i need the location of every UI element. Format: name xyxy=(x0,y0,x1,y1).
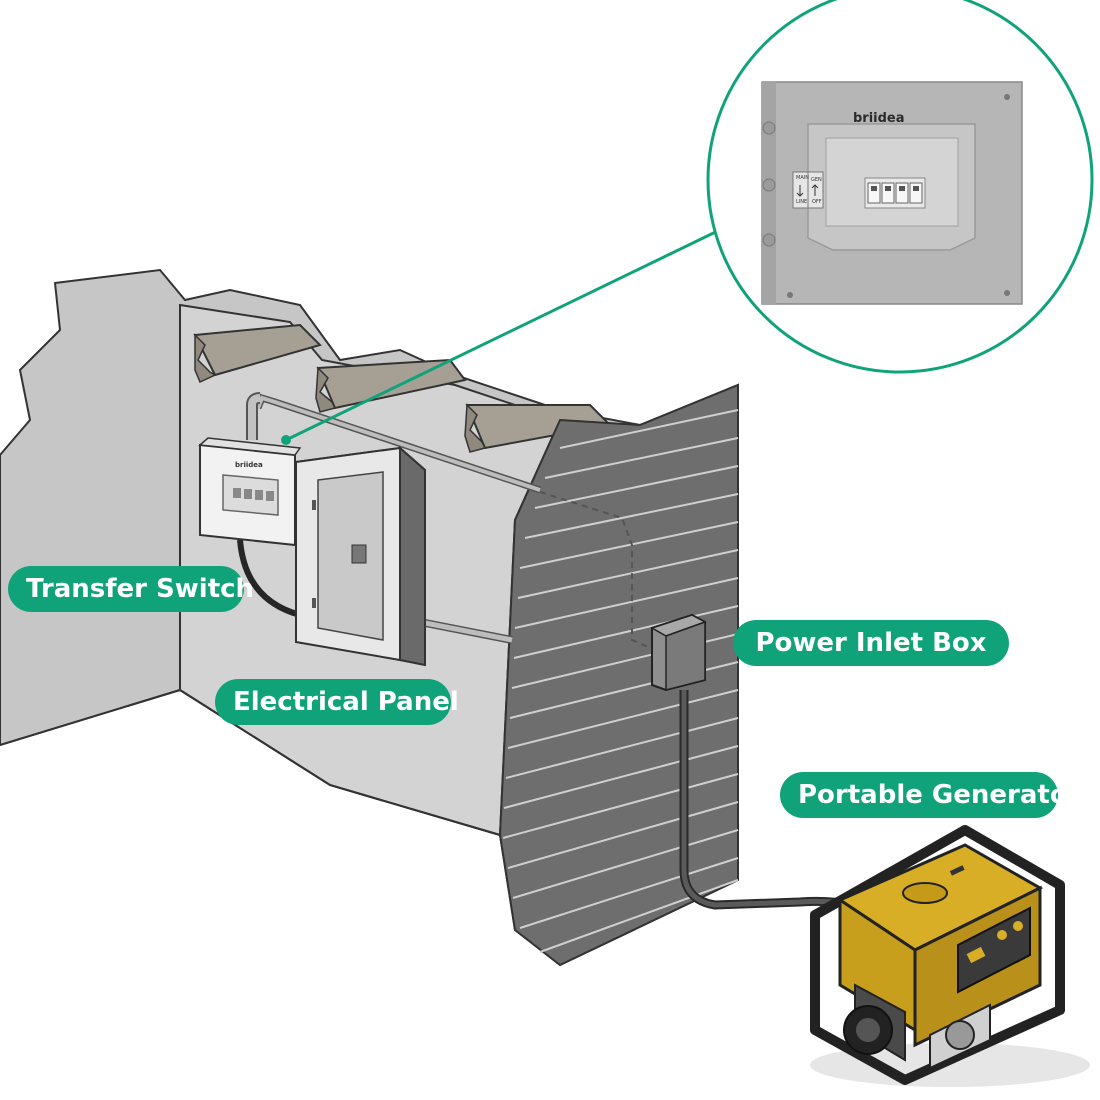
label-transfer-switch: Transfer Switch xyxy=(8,566,254,612)
exterior-siding xyxy=(498,383,739,967)
small-switch-brand: briidea xyxy=(235,461,263,469)
inset-main-label: MAIN xyxy=(796,175,809,181)
transfer-switch: briidea xyxy=(198,435,302,547)
beam-1 xyxy=(193,323,322,377)
portable-generator xyxy=(810,825,1090,1087)
inset-breakers xyxy=(867,182,923,204)
detail-inset: MAIN LINE GEN OFF briidea xyxy=(706,0,1094,374)
label-portable-generator: Portable Generator xyxy=(780,772,1081,818)
inset-gen-label: GEN xyxy=(811,177,822,183)
cable-switch-to-panel xyxy=(237,539,301,618)
inset-line-label: LINE xyxy=(796,199,807,205)
label-power-inlet-box: Power Inlet Box xyxy=(733,620,1009,666)
inset-brand: briidea xyxy=(853,111,905,126)
conduits xyxy=(237,392,542,644)
siding-lines xyxy=(502,409,739,953)
label-electrical-panel: Electrical Panel xyxy=(215,679,459,725)
inset-off-label: OFF xyxy=(812,199,822,205)
callout-connector-line xyxy=(285,223,731,442)
electrical-panel xyxy=(295,445,426,667)
floor-edge xyxy=(0,688,501,836)
hidden-cable-route xyxy=(539,491,656,651)
power-inlet-box xyxy=(650,613,707,692)
